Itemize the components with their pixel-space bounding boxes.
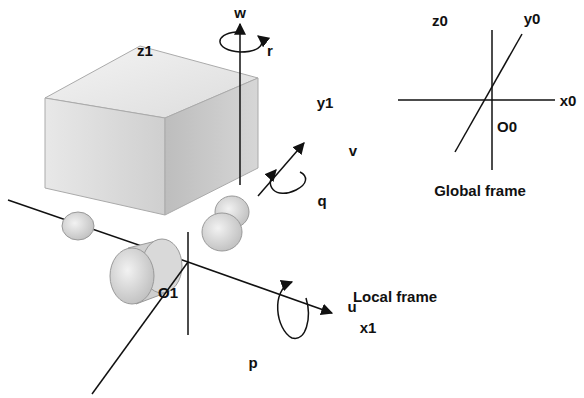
y0-axis xyxy=(455,34,522,152)
angular-velocity-label: w xyxy=(234,5,246,20)
frame-title: Global frame xyxy=(434,183,526,198)
y1-axis xyxy=(258,143,304,196)
rate-label: q xyxy=(317,193,326,208)
rear-wheel xyxy=(62,212,94,240)
velocity-label: v xyxy=(349,143,357,158)
rate-label: p xyxy=(248,355,257,370)
velocity-label: u xyxy=(347,299,356,314)
axis-label: z1 xyxy=(137,43,153,58)
z1-axis xyxy=(239,24,241,185)
x1-axis xyxy=(188,262,332,313)
z0-axis xyxy=(491,30,493,170)
rate-label: r xyxy=(267,43,273,58)
wheel xyxy=(202,213,242,251)
rotation-arrow-p xyxy=(278,282,309,338)
axis-label: y0 xyxy=(524,11,541,26)
axis-label: z0 xyxy=(432,13,448,28)
axis-label: x1 xyxy=(360,320,377,335)
axis-label: y1 xyxy=(317,95,334,110)
robot-body-side xyxy=(165,78,258,215)
origin-label: O1 xyxy=(158,285,178,300)
x0-axis xyxy=(398,99,555,101)
axis-label: x0 xyxy=(560,93,577,108)
front-wheel xyxy=(110,248,154,304)
rotation-arrow-q xyxy=(270,170,305,193)
robot-body-front xyxy=(45,98,165,215)
z1-axis-lower xyxy=(187,232,189,335)
origin-label: O0 xyxy=(497,119,517,134)
y1-axis-lower xyxy=(92,262,188,394)
rotation-arrow-r xyxy=(220,32,262,52)
frame-title: Local frame xyxy=(353,289,437,304)
